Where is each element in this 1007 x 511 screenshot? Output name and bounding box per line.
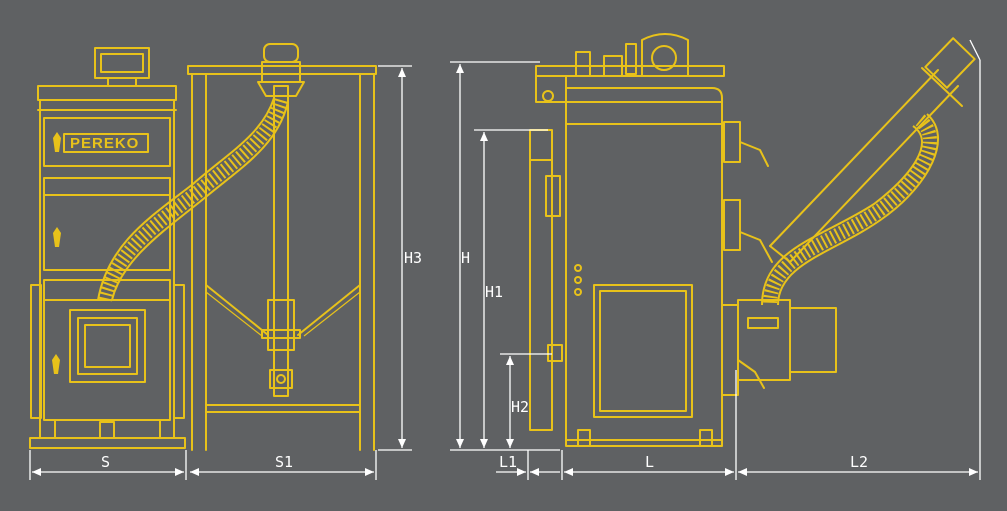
label-l1: L1 [499, 453, 517, 471]
door-handle-icon [53, 132, 61, 152]
feed-hose-side-view [761, 113, 939, 306]
boiler-front-view: PEREKO [29, 47, 186, 449]
door-handle-icon [52, 354, 60, 374]
pellet-hopper-front-view [187, 43, 377, 451]
label-s1: S1 [275, 453, 293, 471]
brand-logo: PEREKO [70, 135, 139, 152]
dimension-labels: S S1 H3 H H1 H2 L1 L L2 [101, 249, 868, 471]
label-l: L [645, 453, 654, 471]
auger-side-view [769, 37, 976, 263]
label-h: H [461, 249, 470, 267]
door-handle-icon [53, 227, 61, 247]
label-h3: H3 [404, 249, 422, 267]
dimension-lines [29, 39, 981, 480]
pellet-burner-side-view [737, 299, 837, 381]
label-h1: H1 [485, 283, 503, 301]
label-h2: H2 [511, 398, 529, 416]
label-s: S [101, 453, 110, 471]
label-l2: L2 [850, 453, 868, 471]
feed-hose-front-view [97, 97, 289, 302]
